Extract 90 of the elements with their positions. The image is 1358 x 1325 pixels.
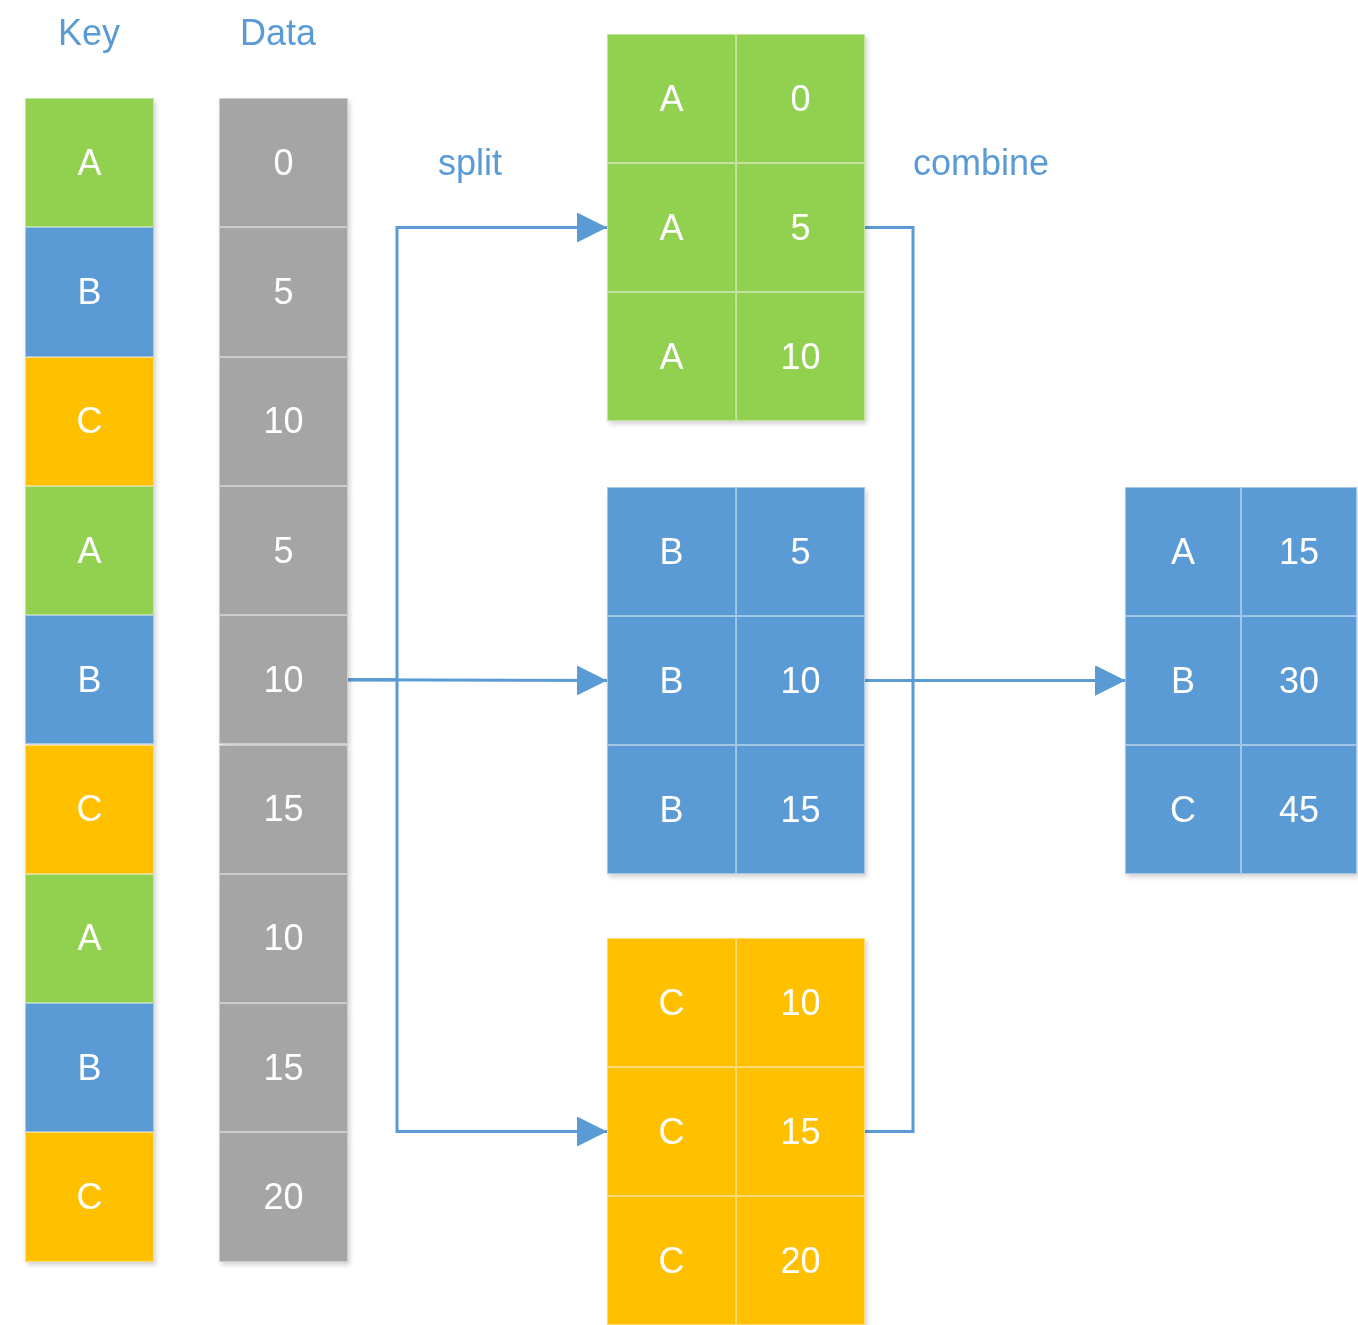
table-cell — [25, 98, 154, 228]
cell-text: 10 — [780, 335, 821, 378]
cell-text: A — [77, 141, 102, 184]
step-label: split — [438, 142, 503, 184]
cell-text: 0 — [790, 77, 811, 120]
cell-text: 5 — [273, 529, 294, 572]
cell-text: A — [659, 335, 684, 378]
cell-text: B — [1171, 659, 1195, 702]
table-cell — [25, 485, 154, 616]
table-cell — [736, 616, 865, 745]
table-cell — [1241, 487, 1357, 616]
cell-text: B — [659, 530, 684, 573]
cell-text: 10 — [263, 400, 304, 443]
table-cell — [607, 745, 736, 874]
table-cell — [736, 1196, 865, 1325]
cell-text: 10 — [263, 658, 304, 701]
cell-text: 20 — [263, 1176, 304, 1219]
table-cell — [607, 1067, 736, 1196]
table-cell — [1125, 616, 1241, 745]
cell-text: C — [76, 788, 103, 831]
cell-text: 5 — [790, 206, 811, 249]
cell-text: 15 — [780, 788, 821, 831]
cell-text: B — [77, 1046, 102, 1089]
cell-text: A — [659, 206, 684, 249]
table-cell — [25, 1132, 154, 1262]
table-cell — [607, 34, 736, 163]
cell-text: C — [658, 981, 685, 1024]
cell-text: B — [77, 658, 102, 701]
table-cell — [736, 938, 865, 1067]
cell-text: C — [658, 1110, 685, 1153]
table-cell — [736, 163, 865, 292]
cell-text: 15 — [780, 1110, 821, 1153]
cell-text: A — [77, 529, 102, 572]
cell-text: B — [659, 788, 684, 831]
table-cell — [25, 227, 154, 357]
cell-text: C — [658, 1239, 685, 1282]
table-cell — [736, 487, 865, 616]
table-cell — [219, 227, 348, 357]
cell-text: A — [1171, 530, 1195, 573]
cell-text: 15 — [263, 1046, 304, 1089]
cell-text: 5 — [273, 270, 294, 313]
table-cell — [25, 744, 154, 874]
cell-text: 5 — [790, 530, 811, 573]
cell-text: A — [659, 77, 684, 120]
table-cell — [219, 744, 348, 874]
cell-text: 10 — [263, 917, 304, 960]
table-cell — [607, 292, 736, 421]
cell-text: 10 — [780, 659, 821, 702]
table-cell — [219, 615, 348, 745]
table-cell — [219, 485, 348, 616]
table-cell — [219, 1132, 348, 1262]
cell-text: 15 — [1278, 530, 1319, 573]
arrow — [348, 678, 607, 1147]
table-cell — [219, 98, 348, 228]
table-cell — [25, 873, 154, 1004]
arrow — [865, 665, 1125, 1133]
table-cell — [607, 487, 736, 616]
table-cell — [219, 356, 348, 486]
table-cell — [607, 163, 736, 292]
cell-text: 15 — [263, 788, 304, 831]
table-cell — [1125, 745, 1241, 874]
table-cell — [736, 34, 865, 163]
table-cell — [219, 873, 348, 1004]
cell-text: C — [1170, 788, 1196, 831]
cell-text: 10 — [780, 981, 821, 1024]
cell-text: B — [77, 270, 102, 313]
table-cell — [736, 745, 865, 874]
table-cell — [219, 1003, 348, 1133]
cell-text: B — [659, 659, 684, 702]
table-cell — [1241, 616, 1357, 745]
cell-text: 45 — [1278, 788, 1319, 831]
cell-text: C — [76, 1176, 103, 1219]
table-cell — [736, 292, 865, 421]
column-heading: Data — [240, 12, 317, 54]
column-heading: Key — [58, 12, 121, 54]
cell-text: 30 — [1278, 659, 1319, 702]
table-cell — [607, 1196, 736, 1325]
table-cell — [25, 1003, 154, 1133]
cell-text: 0 — [273, 141, 294, 184]
table-cell — [736, 1067, 865, 1196]
table-cell — [607, 938, 736, 1067]
table-cell — [25, 615, 154, 745]
table-cell — [1125, 487, 1241, 616]
cell-text: 20 — [780, 1239, 821, 1282]
cell-text: C — [76, 400, 103, 443]
table-cell — [1241, 745, 1357, 874]
cell-text: A — [77, 917, 102, 960]
table-cell — [607, 616, 736, 745]
table-cell — [25, 356, 154, 486]
step-label: combine — [913, 142, 1050, 184]
